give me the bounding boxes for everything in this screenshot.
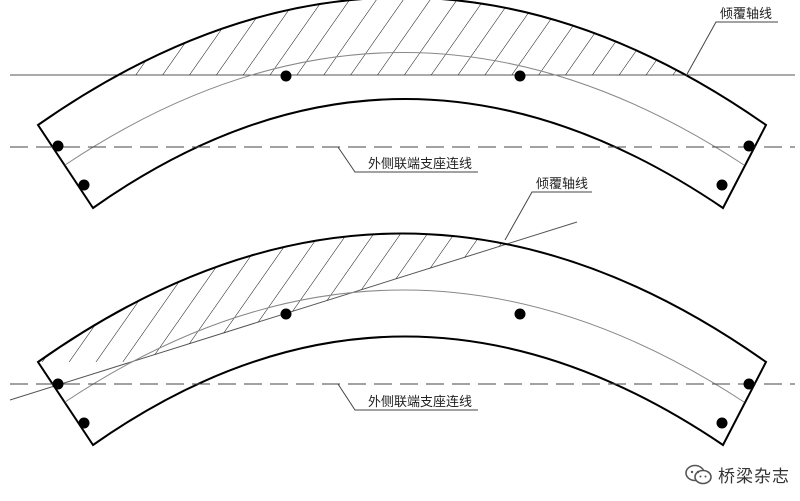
bottom-bearing-dot <box>743 378 755 390</box>
top-support-line-label: 外侧联端支座连线 <box>368 156 472 172</box>
top-bearing-dot <box>514 70 526 82</box>
bottom-hatch-region <box>38 233 577 362</box>
bottom-bearing-dot <box>78 417 90 429</box>
bottom-girder-centerline <box>64 289 745 403</box>
top-curved-girder <box>36 0 768 210</box>
bottom-bearing-dot <box>514 308 526 320</box>
top-bearing-dot <box>743 140 755 152</box>
bottom-bearing-dot <box>716 417 728 429</box>
top-overturning-axis-label: 倾覆轴线 <box>720 7 772 22</box>
top-diagram: 倾覆轴线 外侧联端支座连线 <box>10 0 795 210</box>
bottom-support-line-label: 外侧联端支座连线 <box>368 394 472 410</box>
top-bearing-dot <box>280 70 292 82</box>
watermark-text: 桥梁杂志 <box>718 467 790 487</box>
watermark: 桥梁杂志 <box>684 462 790 487</box>
top-bearing-dot <box>716 179 728 191</box>
top-hatch-region <box>38 0 766 75</box>
top-bearing-dot <box>52 140 64 152</box>
bottom-curved-girder <box>36 232 768 447</box>
top-girder-centerline <box>64 52 745 166</box>
top-bearing-dot <box>78 179 90 191</box>
bottom-axis-leader <box>504 191 592 241</box>
bottom-overturning-axis-label: 倾覆轴线 <box>536 177 588 192</box>
wechat-icon <box>685 464 712 484</box>
bottom-support-leader <box>337 383 478 411</box>
top-support-leader <box>337 146 478 173</box>
top-axis-leader <box>685 21 778 77</box>
bottom-bearing-dot <box>280 308 292 320</box>
bottom-bearing-dot <box>52 378 64 390</box>
bottom-diagram: 倾覆轴线 外侧联端支座连线 <box>9 177 795 447</box>
